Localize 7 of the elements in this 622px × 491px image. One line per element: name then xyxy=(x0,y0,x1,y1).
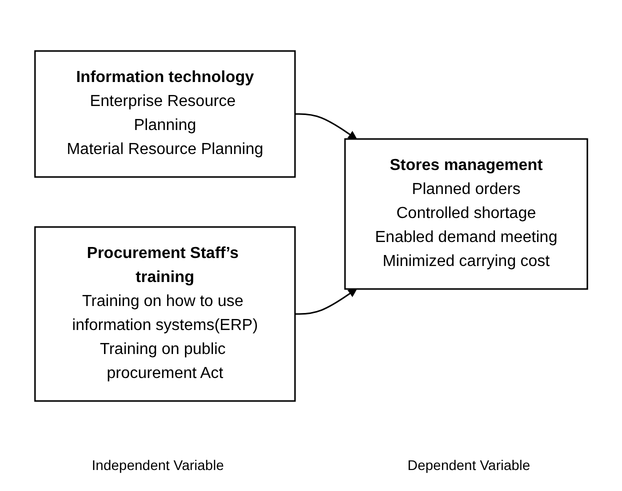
variable-label: Independent Variable xyxy=(92,457,224,473)
arrow xyxy=(294,112,357,139)
node-box: Stores management Planned orders Controlled shortage Enabled demand meeting Minimized carrying cost xyxy=(344,138,588,290)
arrow xyxy=(294,288,357,314)
variable-label: Dependent Variable xyxy=(407,457,530,473)
node-box: Procurement Staff’s training Training on how to use information systems(ERP) Training on public procurement Act xyxy=(34,226,296,402)
node-box: Information technology Enterprise Resource Planning Material Resource Planning xyxy=(34,50,296,178)
